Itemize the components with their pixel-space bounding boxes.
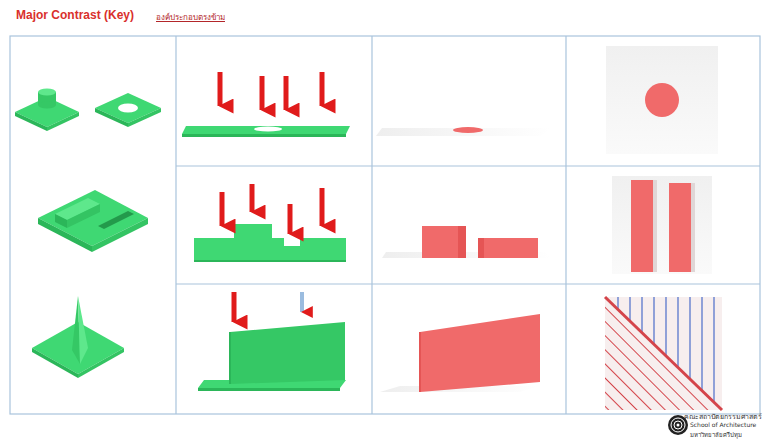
green-models bbox=[15, 89, 161, 379]
red-models bbox=[376, 127, 552, 392]
logo-text: School of Architecture bbox=[690, 421, 756, 428]
force-diagrams bbox=[182, 72, 350, 391]
logo-text: มหาวิทยาลัยศรีปทุม bbox=[690, 430, 742, 440]
plan-views bbox=[605, 46, 722, 410]
logo-text: คณะสถาปัตยกรรมศาสตร์ bbox=[684, 411, 762, 422]
subtitle: องค์ประกอบตรงข้าม bbox=[156, 11, 225, 24]
slide-title: Major Contrast (Key) bbox=[16, 8, 134, 22]
grid bbox=[10, 36, 760, 414]
